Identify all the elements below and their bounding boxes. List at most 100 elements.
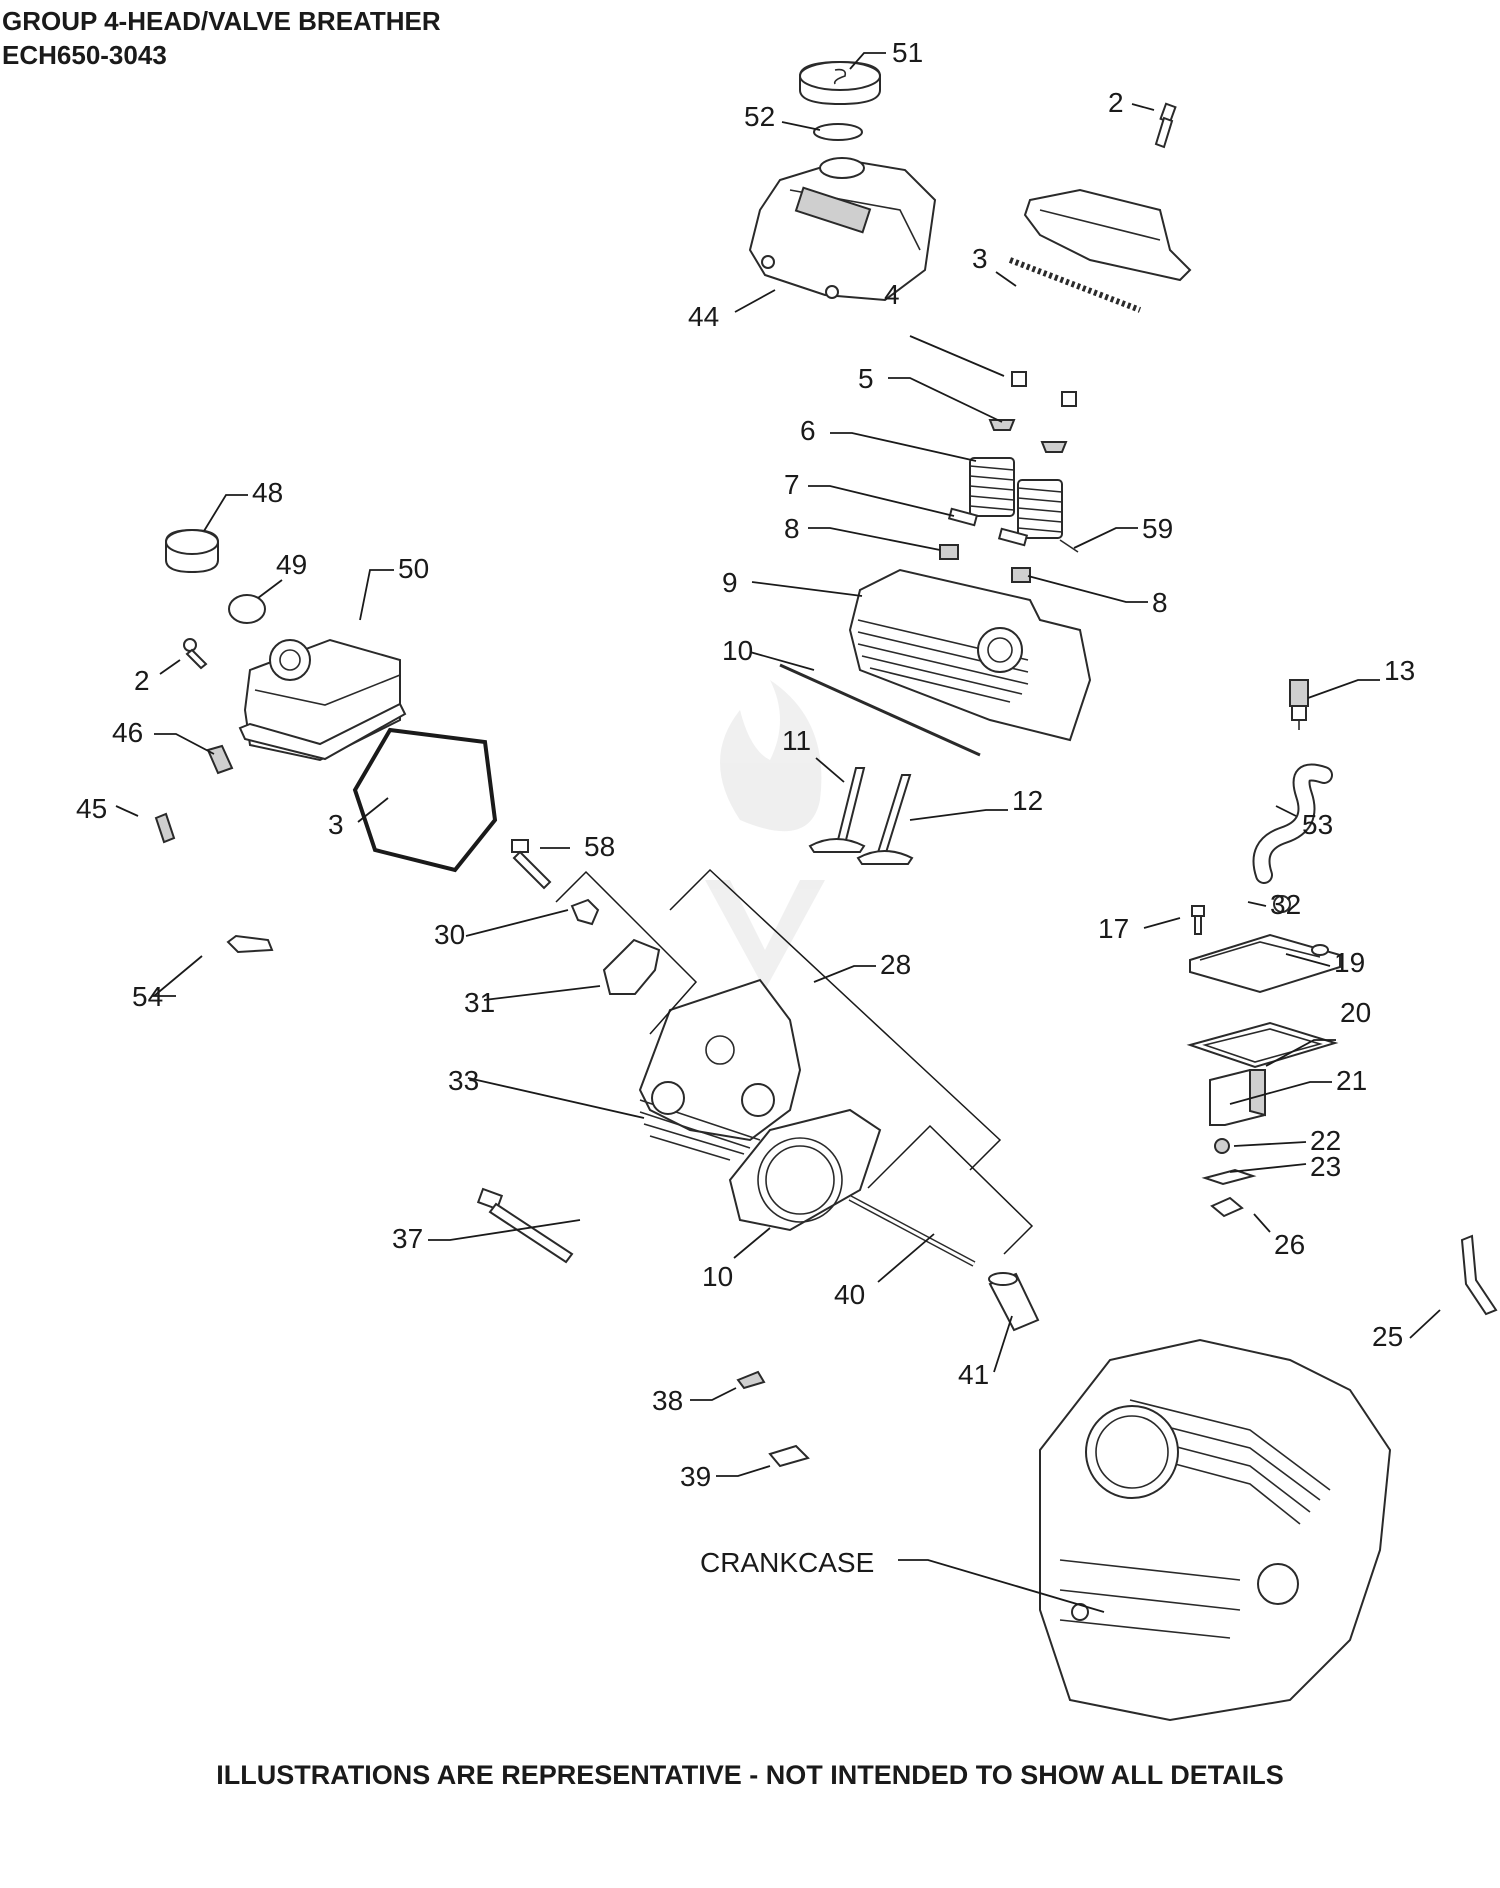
valve-keeper-left (1011, 371, 1027, 387)
hose-clamp (1273, 895, 1291, 913)
watermark-logo (705, 680, 825, 990)
callout-41: 41 (958, 1359, 989, 1390)
callout-23: 23 (1310, 1151, 1341, 1182)
assembly-bracket-lines (555, 868, 1034, 1255)
cylinder-head-lower (638, 978, 802, 1161)
plate-small (768, 1444, 810, 1468)
intake-valve (808, 767, 866, 853)
head-bolt (476, 1187, 574, 1264)
clip-small (736, 1370, 766, 1390)
callout-10-lower: 10 (702, 1261, 733, 1292)
callout-50: 50 (398, 553, 429, 584)
callout-6: 6 (800, 415, 816, 446)
callout-52: 52 (744, 101, 775, 132)
callout-30: 30 (434, 919, 465, 950)
rocker-pivot (570, 898, 600, 926)
callout-2-left: 2 (134, 665, 150, 696)
diagram-subtitle: ECH650-3043 (2, 40, 167, 70)
callout-49: 49 (276, 549, 307, 580)
disclaimer-footer: ILLUSTRATIONS ARE REPRESENTATIVE - NOT I… (216, 1760, 1284, 1790)
callout-48: 48 (252, 477, 283, 508)
cover-gasket-left (352, 727, 498, 873)
callout-44: 44 (688, 301, 719, 332)
callout-39: 39 (680, 1461, 711, 1492)
cover-gasket-strip (1008, 257, 1142, 313)
callout-58: 58 (584, 831, 615, 862)
callout-21: 21 (1336, 1065, 1367, 1096)
head-bolt-small (511, 839, 552, 890)
valve-cover-left (238, 638, 407, 762)
leader-lines (115, 52, 1441, 1613)
pin (1059, 539, 1079, 553)
spring-retainer-right (1040, 441, 1068, 453)
callout-46: 46 (112, 717, 143, 748)
callout-7: 7 (784, 469, 800, 500)
exhaust-valve (856, 774, 914, 865)
callout-crankcase: CRANKCASE (700, 1547, 874, 1578)
temp-sensor (1289, 679, 1309, 730)
head-gasket-lower (728, 1108, 882, 1232)
callout-51: 51 (892, 37, 923, 68)
diagram-title: GROUP 4-HEAD/VALVE BREATHER (2, 6, 441, 36)
callout-26: 26 (1274, 1229, 1305, 1260)
cap-o-ring-left (228, 594, 266, 624)
valve-stem-seal-right (997, 527, 1029, 547)
callout-31: 31 (464, 987, 495, 1018)
breather-bolt (1191, 905, 1205, 935)
callout-53: 53 (1302, 809, 1333, 840)
cap-o-ring (813, 123, 863, 141)
valve-stem-seal-left (947, 507, 979, 527)
callout-2: 2 (1108, 87, 1124, 118)
callout-3-left: 3 (328, 809, 344, 840)
callout-13: 13 (1384, 655, 1415, 686)
callout-25: 25 (1372, 1321, 1403, 1352)
crankcase (1039, 1338, 1392, 1722)
callout-9: 9 (722, 567, 738, 598)
push-rod-tube (988, 1272, 1040, 1332)
callout-12: 12 (1012, 785, 1043, 816)
valve-cover-ohv (748, 157, 937, 302)
valve-cover-right (1023, 188, 1192, 282)
bracket-right (1460, 1234, 1498, 1316)
breather-bracket (1210, 1196, 1244, 1218)
callout-10: 10 (722, 635, 753, 666)
callout-33: 33 (448, 1065, 479, 1096)
callout-32: 32 (1270, 889, 1301, 920)
callout-labels: 51 52 2 3 44 4 5 6 7 8 59 9 8 10 13 11 1… (76, 37, 1415, 1578)
callout-45: 45 (76, 793, 107, 824)
callout-59: 59 (1142, 513, 1173, 544)
breather-plate (1201, 1168, 1257, 1186)
valve-spring-left (969, 457, 1015, 517)
breather-gasket (1186, 1021, 1339, 1069)
callout-4: 4 (884, 279, 900, 310)
head-gasket-line (779, 663, 981, 757)
callout-22: 22 (1310, 1125, 1341, 1156)
valve-guide-right (1011, 567, 1031, 583)
callout-8: 8 (784, 513, 800, 544)
breather-cover (1189, 933, 1341, 994)
oil-cap-left (165, 528, 219, 574)
callout-19: 19 (1334, 947, 1365, 978)
breather-screw (1214, 1138, 1230, 1154)
callout-8-right: 8 (1152, 587, 1168, 618)
oil-fill-cap (799, 60, 881, 106)
rocker-arm (602, 938, 661, 995)
callout-40: 40 (834, 1279, 865, 1310)
valve-guide-left (939, 544, 959, 560)
callout-38: 38 (652, 1385, 683, 1416)
breather-fitting (206, 744, 234, 775)
bracket-left (226, 934, 274, 954)
callout-11: 11 (782, 725, 811, 756)
breather-fitting-small (154, 812, 176, 844)
callout-37: 37 (392, 1223, 423, 1254)
valve-spring-right (1017, 479, 1063, 539)
spring-retainer-left (988, 419, 1016, 431)
callout-28: 28 (880, 949, 911, 980)
callout-17: 17 (1098, 913, 1129, 944)
cylinder-head (848, 568, 1092, 742)
callout-3: 3 (972, 243, 988, 274)
callout-5: 5 (858, 363, 874, 394)
bolt-top (1154, 102, 1177, 149)
callout-54: 54 (132, 981, 163, 1012)
